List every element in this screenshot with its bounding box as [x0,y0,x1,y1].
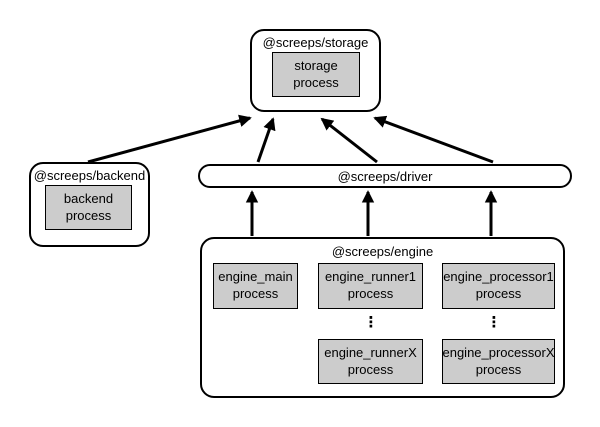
storage-process-line2: process [293,74,339,90]
engine-main-line2: process [232,286,279,301]
engine-runnerX-process-box: engine_runnerX process [318,339,423,384]
backend-process-line2: process [65,207,112,223]
arrow-backend-to-storage [87,114,252,164]
node-driver: @screeps/driver [198,164,572,188]
engine-main-process-box: engine_main process [213,263,298,309]
engine-runner1-line2: process [347,286,394,301]
engine-processor1-line2: process [475,286,522,301]
engine-processorX-line1: engine_processorX [442,344,555,360]
backend-process-box: backend process [45,185,132,230]
storage-process-box: storage process [272,52,360,97]
engine-runner1-line1: engine_runner1 [324,269,417,285]
storage-process-line1: storage [294,57,338,73]
engine-processor1-line1: engine_processor1 [443,269,554,285]
engine-processorX-line2: process [475,361,522,377]
node-storage-label: @screeps/storage [262,35,369,50]
runner-ellipsis: ⋮ [363,313,379,331]
arrow-driver-to-storage-right [373,115,494,164]
engine-runnerX-line1: engine_runnerX [324,344,417,360]
engine-runner1-process-box: engine_runner1 process [318,263,423,309]
engine-runnerX-line2: process [347,361,394,377]
node-driver-label: @screeps/driver [337,168,433,184]
node-backend-label: @screeps/backend [33,168,146,183]
processor-ellipsis: ⋮ [486,313,502,331]
node-engine-label: @screeps/engine [331,244,434,259]
engine-processorX-process-box: engine_processorX process [442,339,555,384]
engine-main-line1: engine_main [218,269,293,285]
engine-processor1-process-box: engine_processor1 process [442,263,555,309]
backend-process-line1: backend [63,190,114,206]
arrow-driver-to-storage-left [256,117,276,163]
arrow-driver-to-storage-mid [320,117,378,164]
